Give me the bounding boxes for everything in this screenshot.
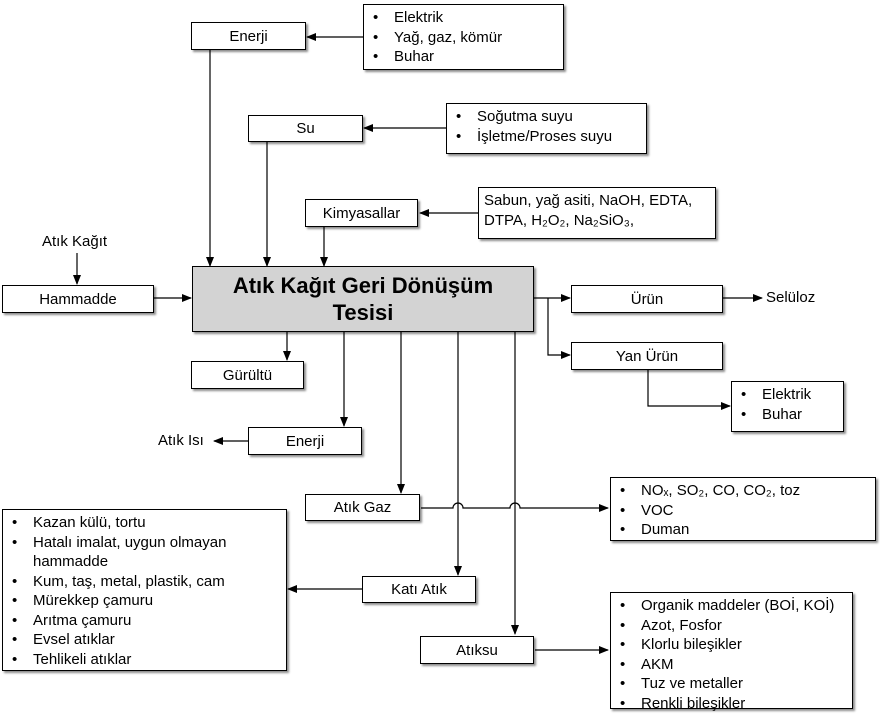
chemicals-line-2: DTPA, H₂O₂, Na₂SiO₃, — [484, 212, 634, 229]
list-item: Soğutma suyu — [447, 107, 646, 127]
list-item: Duman — [611, 520, 875, 540]
water-box: Su — [248, 115, 363, 142]
chemicals-list: Sabun, yağ asiti, NaOH, EDTA, DTPA, H₂O₂… — [478, 187, 716, 239]
energy-input-box: Enerji — [191, 22, 306, 50]
list-item: NOₓ, SO₂, CO, CO₂, toz — [611, 481, 875, 501]
list-item: Tehlikeli atıklar — [3, 650, 286, 670]
list-item: VOC — [611, 501, 875, 521]
plant-title-line-1: Atık Kağıt Geri Dönüşüm — [232, 273, 494, 298]
list-item: Elektrik — [732, 385, 843, 405]
list-item: Kum, taş, metal, plastik, cam — [3, 572, 286, 592]
recycling-plant-box: Atık Kağıt Geri Dönüşüm Tesisi — [192, 266, 534, 332]
list-item: Renkli bileşikler — [611, 694, 852, 714]
wastewater-label: Atıksu — [456, 641, 498, 659]
product-label: Ürün — [630, 290, 664, 308]
solid-waste-box: Katı Atık — [362, 576, 476, 603]
water-sources-list: Soğutma suyu İşletme/Proses suyu — [446, 103, 647, 154]
waste-paper-source: Atık Kağıt — [42, 233, 108, 250]
chemicals-label: Kimyasallar — [322, 204, 401, 222]
energy-output-label: Enerji — [285, 432, 325, 450]
chemicals-box: Kimyasallar — [305, 199, 418, 227]
list-item: Organik maddeler (BOİ, KOİ) — [611, 596, 852, 616]
byproduct-box: Yan Ürün — [571, 342, 723, 370]
list-item: Klorlu bileşikler — [611, 635, 852, 655]
product-box: Ürün — [571, 285, 723, 313]
raw-material-label: Hammadde — [39, 290, 117, 308]
energy-output-box: Enerji — [248, 427, 362, 455]
list-item: Buhar — [732, 405, 843, 425]
energy-sources-list: Elektrik Yağ, gaz, kömür Buhar — [363, 4, 564, 70]
waste-gas-list: NOₓ, SO₂, CO, CO₂, toz VOC Duman — [610, 477, 876, 541]
list-item: Kazan külü, tortu — [3, 513, 286, 533]
chemicals-line-1: Sabun, yağ asiti, NaOH, EDTA, — [484, 192, 693, 209]
byproduct-list: Elektrik Buhar — [731, 381, 844, 432]
list-item: Arıtma çamuru — [3, 611, 286, 631]
waste-heat-result: Atık Isı — [158, 432, 204, 449]
wastewater-box: Atıksu — [420, 636, 534, 664]
list-item: Elektrik — [364, 8, 563, 28]
energy-input-label: Enerji — [229, 27, 268, 45]
list-item: Evsel atıklar — [3, 630, 286, 650]
list-item: Mürekkep çamuru — [3, 591, 286, 611]
waste-gas-label: Atık Gaz — [333, 499, 392, 516]
water-label: Su — [296, 120, 315, 137]
list-item: Yağ, gaz, kömür — [364, 28, 563, 48]
waste-gas-box: Atık Gaz — [305, 494, 420, 521]
byproduct-label: Yan Ürün — [615, 347, 679, 365]
list-item: Hatalı imalat, uygun olmayan hammadde — [3, 533, 286, 572]
noise-box: Gürültü — [191, 361, 304, 389]
raw-material-box: Hammadde — [2, 285, 154, 313]
noise-label: Gürültü — [222, 366, 273, 384]
solid-waste-label: Katı Atık — [391, 581, 447, 598]
wastewater-list: Organik maddeler (BOİ, KOİ) Azot, Fosfor… — [610, 592, 853, 713]
list-item: Buhar — [364, 47, 563, 67]
list-item: AKM — [611, 655, 852, 675]
list-item: İşletme/Proses suyu — [447, 127, 646, 147]
cellulose-result: Selüloz — [766, 289, 816, 306]
list-item: Tuz ve metaller — [611, 674, 852, 694]
solid-waste-list: Kazan külü, tortu Hatalı imalat, uygun o… — [2, 509, 287, 671]
plant-title-line-2: Tesisi — [332, 300, 394, 325]
list-item: Azot, Fosfor — [611, 616, 852, 636]
